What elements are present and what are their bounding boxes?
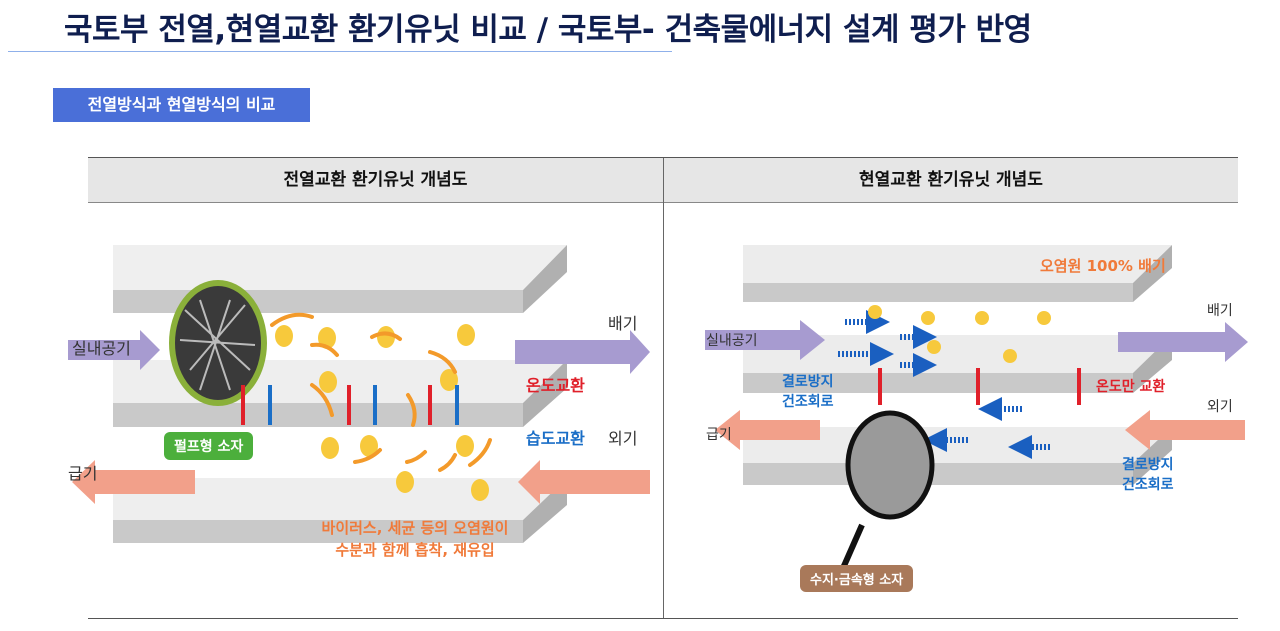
left-label-exhaust: 배기 xyxy=(608,314,638,333)
outdoor-air-arrow xyxy=(518,460,650,504)
column-header-sensible-heat: 현열교환 환기유닛 개념도 xyxy=(859,170,1043,190)
right-slab-top xyxy=(743,245,1172,302)
title-underline xyxy=(8,51,672,52)
table-bottom-border xyxy=(88,618,1238,619)
anti-condensation-label: 결로방지 xyxy=(782,374,834,390)
left-label-supply: 급기 xyxy=(68,464,98,483)
dashed-flow-arrows xyxy=(838,310,1050,459)
indoor-air-arrow xyxy=(68,330,160,370)
right-label-exhaust: 배기 xyxy=(1207,303,1233,319)
note-line-1: 바이러스, 세균 등의 오염원이 xyxy=(321,519,509,537)
right-indoor-air-arrow xyxy=(705,320,825,360)
left-pollutant-note: 바이러스, 세균 등의 오염원이 수분과 함께 흡착, 재유입 xyxy=(300,517,530,561)
pulp-element-magnifier-icon xyxy=(169,280,267,406)
magnifier-icon xyxy=(837,410,935,577)
exhaust-arrow xyxy=(515,330,650,374)
section-badge: 전열방식과 현열방식의 비교 xyxy=(53,88,310,122)
drying-circuit-label: 건조회로 xyxy=(782,394,834,410)
exchange-arrows xyxy=(241,385,459,425)
left-label-temp-exchange: 온도교환 xyxy=(526,376,585,395)
right-anti-condensation-note-1: 결로방지 건조회로 xyxy=(782,372,834,412)
pulp-element-tag: 펄프형 소자 xyxy=(164,432,254,460)
note-line-2: 수분과 함께 흡착, 재유입 xyxy=(335,541,495,559)
right-exhaust-arrow xyxy=(1118,322,1248,362)
drying-circuit-label: 건조회로 xyxy=(1122,477,1174,493)
right-label-indoor-air: 실내공기 xyxy=(706,333,758,349)
pollutant-particles xyxy=(275,324,489,501)
supply-arrow xyxy=(72,460,195,504)
right-label-pollutant-exhaust: 오염원 100% 배기 xyxy=(1040,257,1166,275)
column-divider xyxy=(663,158,664,618)
right-supply-arrow xyxy=(715,410,820,450)
table-top-border xyxy=(88,157,1238,158)
left-label-outdoor-air: 외기 xyxy=(608,429,638,448)
resin-metal-element-tag: 수지·금속형 소자 xyxy=(800,565,914,592)
left-label-humidity-exchange: 습도교환 xyxy=(526,429,585,448)
right-particles xyxy=(868,305,1051,363)
right-exchange-arrows xyxy=(878,368,1081,405)
anti-condensation-label: 결로방지 xyxy=(1122,457,1174,473)
right-label-outdoor-air: 외기 xyxy=(1207,399,1233,415)
right-label-temp-only: 온도만 교환 xyxy=(1096,379,1166,395)
left-label-indoor-air: 실내공기 xyxy=(72,339,131,358)
right-label-supply: 급기 xyxy=(706,427,732,443)
right-anti-condensation-note-2: 결로방지 건조회로 xyxy=(1122,455,1174,495)
left-slab-bottom xyxy=(113,478,567,543)
column-header-total-heat: 전열교환 환기유닛 개념도 xyxy=(283,170,468,190)
page-title: 국토부 전열,현열교환 환기유닛 비교 / 국토부- 건축물에너지 설계 평가 … xyxy=(64,12,1032,48)
flow-swoosh-icons xyxy=(270,312,492,472)
right-outdoor-air-arrow xyxy=(1125,410,1245,450)
